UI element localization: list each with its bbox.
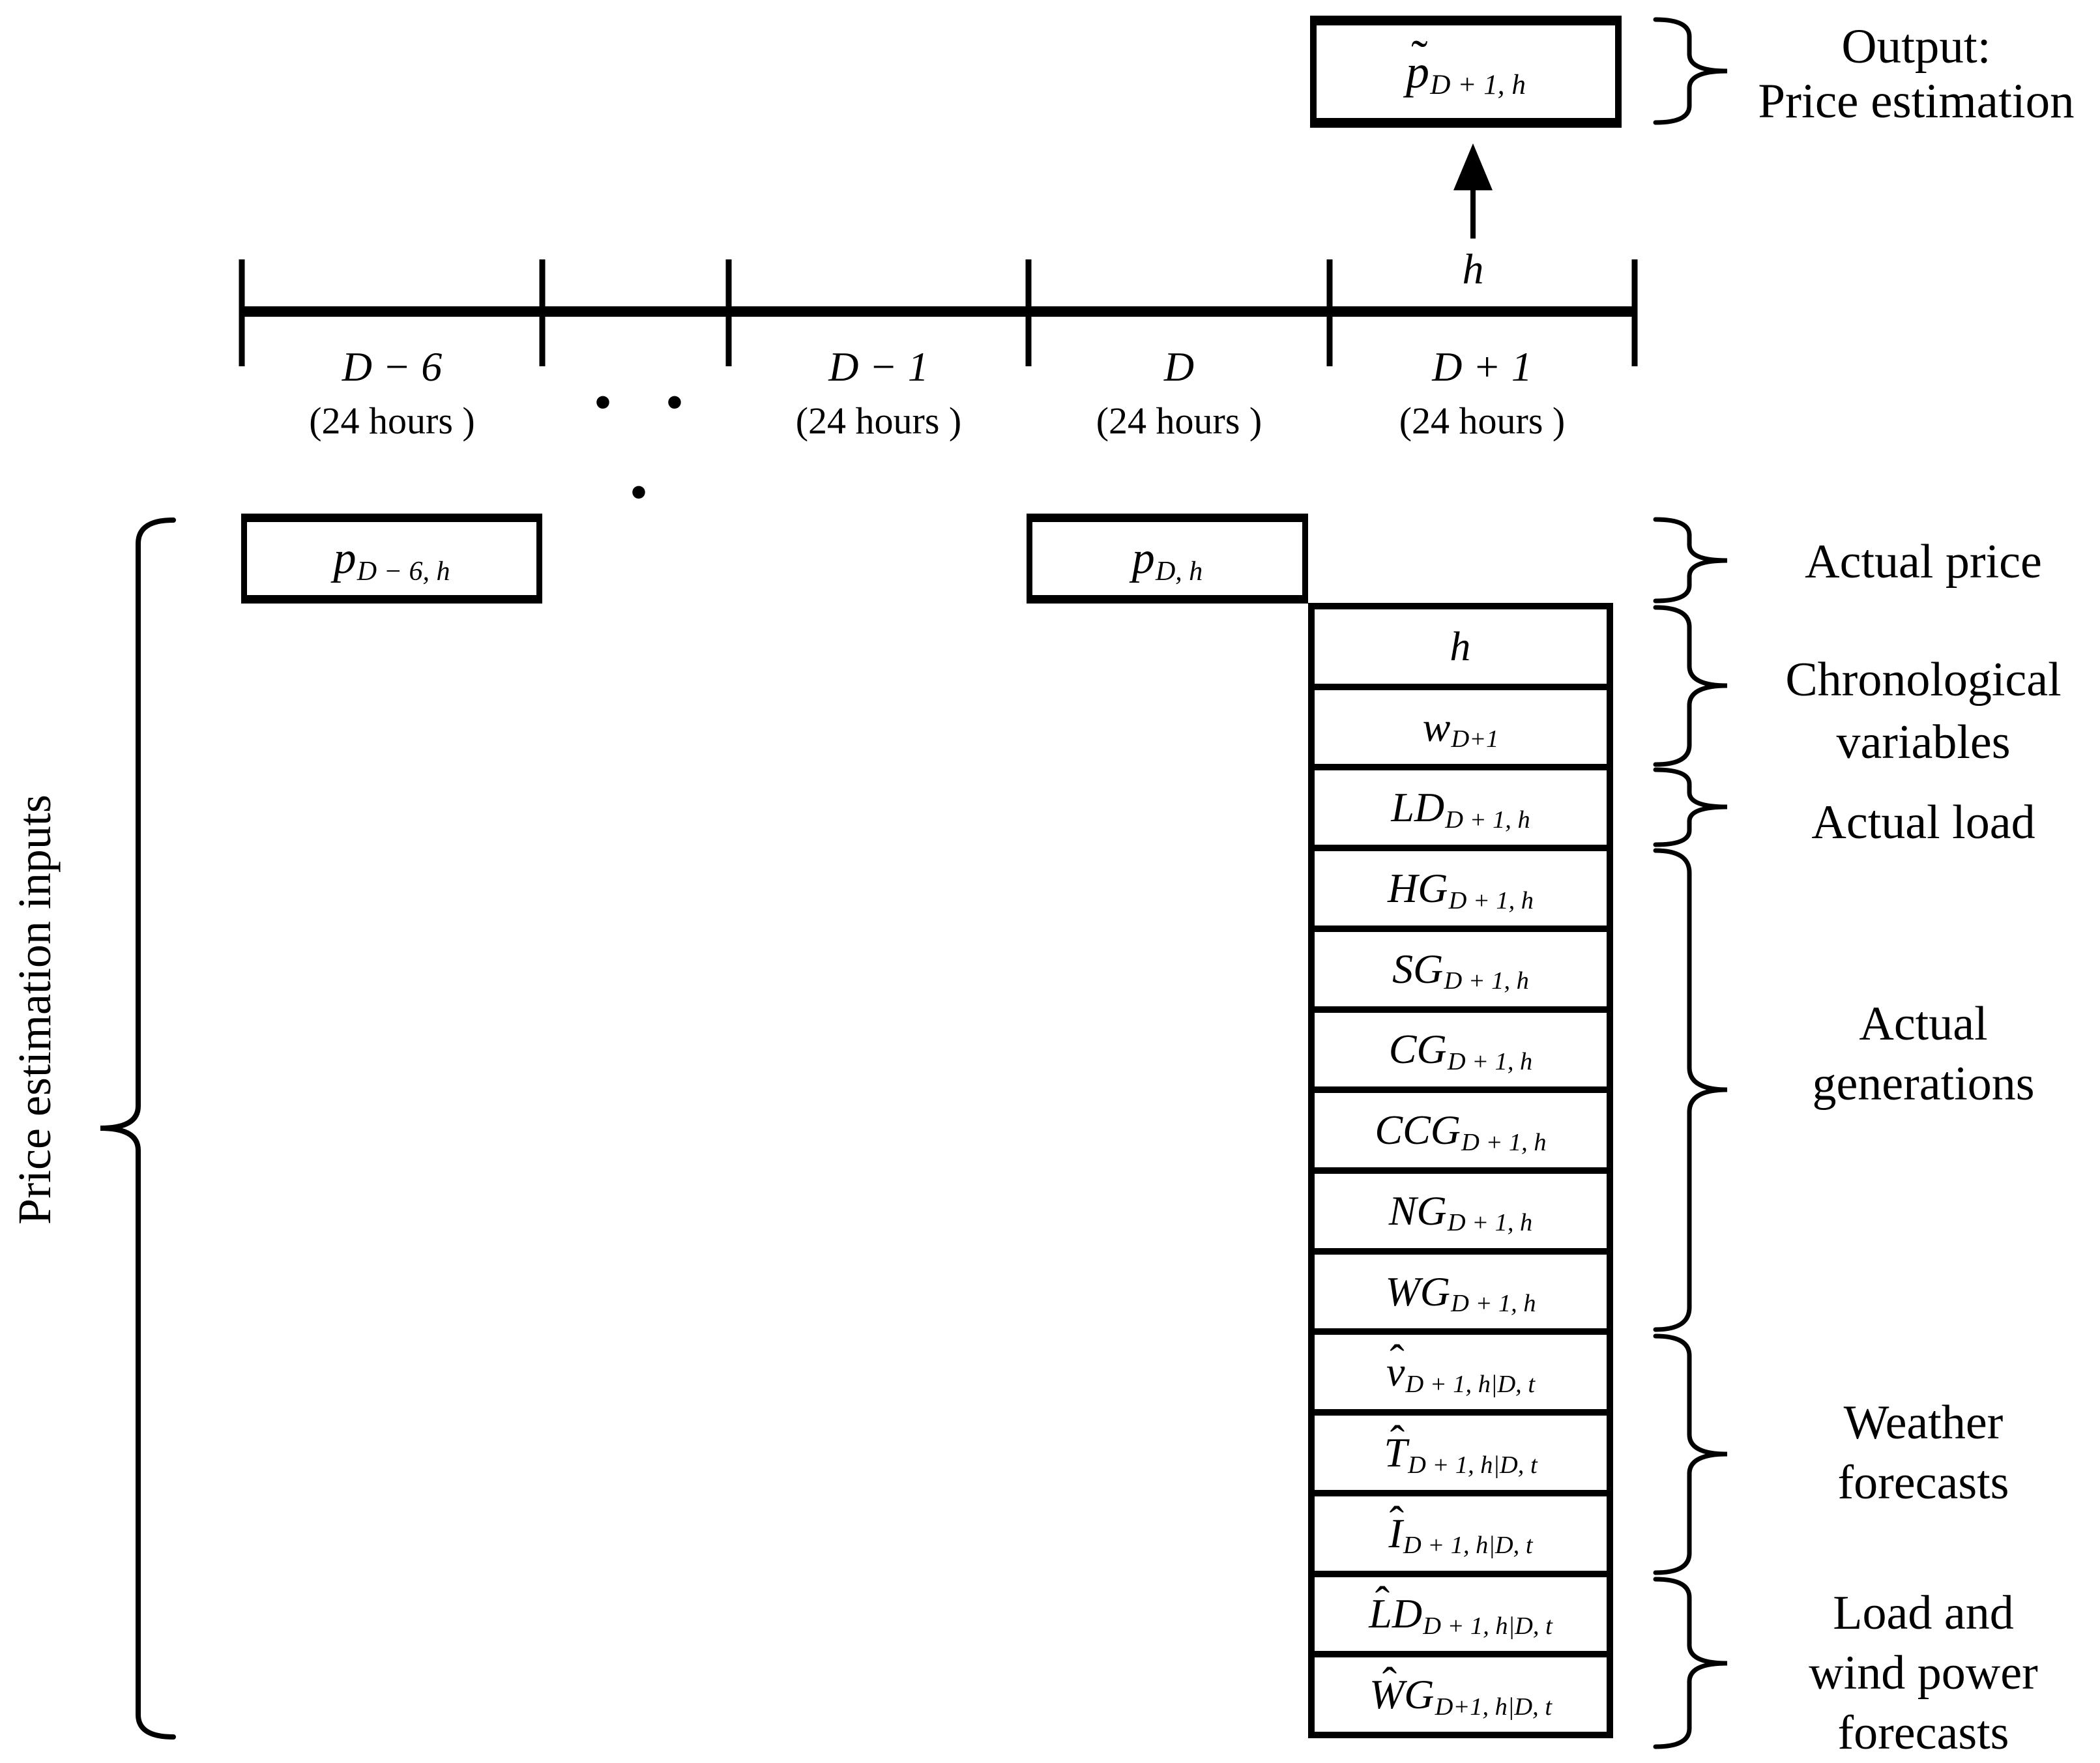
output-label-line2: Price estimation [1758,74,2075,128]
price-box-d: pD, h [1027,514,1308,604]
actual-price-brace [1653,517,1728,604]
stack-row-nuclear-generation: NGD + 1, h [1315,1167,1607,1248]
timeline-segment-label-d-1: D − 1 [828,343,929,390]
price-estimation-inputs-label: Price estimation inputs [8,794,61,1225]
price-symbol-d: pD, h [1131,533,1203,587]
actual-generations-brace [1653,848,1728,1332]
actual-load-brace [1653,767,1728,847]
group-label-actual-price: Actual price [1747,536,2100,588]
output-label: Output: Price estimation [1734,20,2099,129]
timeline-bar [239,306,1637,317]
output-brace [1653,17,1728,125]
timeline-segment-label-d: D [1163,343,1195,390]
weather-forecasts-brace [1653,1333,1728,1575]
group-label-line: Load and [1833,1586,2014,1640]
timeline-hours-d-6: (24 hours ) [309,400,475,442]
group-label-line: generations [1812,1057,2035,1111]
group-label-line: Actual [1859,997,1988,1051]
group-label-line: wind power [1809,1646,2038,1700]
stack-row-solar-generation: SGD + 1, h [1315,925,1607,1006]
timeline-segment-label-d-6: D − 6 [342,343,443,390]
stack-row-hydro-generation: HGD + 1, h [1315,845,1607,925]
output-price-symbol: ˜pD + 1, h [1406,30,1526,101]
group-label-line: variables [1836,716,2011,769]
stack-row-wind-generation: WGD + 1, h [1315,1247,1607,1329]
group-label-line: forecasts [1837,1706,2009,1760]
timeline-ellipsis: · · · [589,358,701,535]
timeline-hours-d+1: (24 hours ) [1399,400,1566,442]
group-label-actual-generations: Actual generations [1747,994,2100,1114]
timeline-hours-d: (24 hours ) [1096,400,1262,442]
stack-row-coal-generation: CGD + 1, h [1315,1006,1607,1087]
group-label-line: forecasts [1837,1456,2009,1509]
group-label-line: Chronological [1785,653,2062,707]
group-label-line: Actual load [1811,796,2035,849]
group-label-line: Actual price [1805,535,2042,589]
stack-row-hour: h [1450,622,1471,669]
price-inputs-brace [100,517,176,1740]
group-label-actual-load: Actual load [1747,796,2100,849]
timeline-segment-label-d+1: D + 1 [1432,343,1532,390]
stack-row-combined-cycle-generation: CCGD + 1, h [1315,1086,1607,1167]
output-label-line1: Output: [1841,20,1991,74]
group-label-load-wind-forecasts: Load and wind power forecasts [1747,1583,2100,1763]
stack-row-load: LDD + 1, h [1315,764,1607,845]
price-box-d-6: pD − 6, h [241,514,542,604]
load-wind-forecasts-brace [1653,1577,1728,1749]
stack-row-weekday: wD+1 [1315,683,1607,765]
input-variable-stack: h wD+1 LDD + 1, h HGD + 1, h SGD + 1, h … [1308,603,1613,1738]
output-price-box: ˜pD + 1, h [1310,16,1622,128]
price-symbol-d-6: pD − 6, h [333,533,450,587]
chronological-brace [1653,605,1728,767]
timeline-hours-d-1: (24 hours ) [795,400,962,442]
group-label-chronological-variables: Chronological variables [1747,648,2100,774]
output-arrow [1453,143,1493,239]
group-label-weather-forecasts: Weather forecasts [1747,1393,2100,1513]
hour-arrow-label: h [1462,246,1484,293]
group-label-line: Weather [1843,1396,2004,1450]
timeline-ticks [239,259,1638,366]
